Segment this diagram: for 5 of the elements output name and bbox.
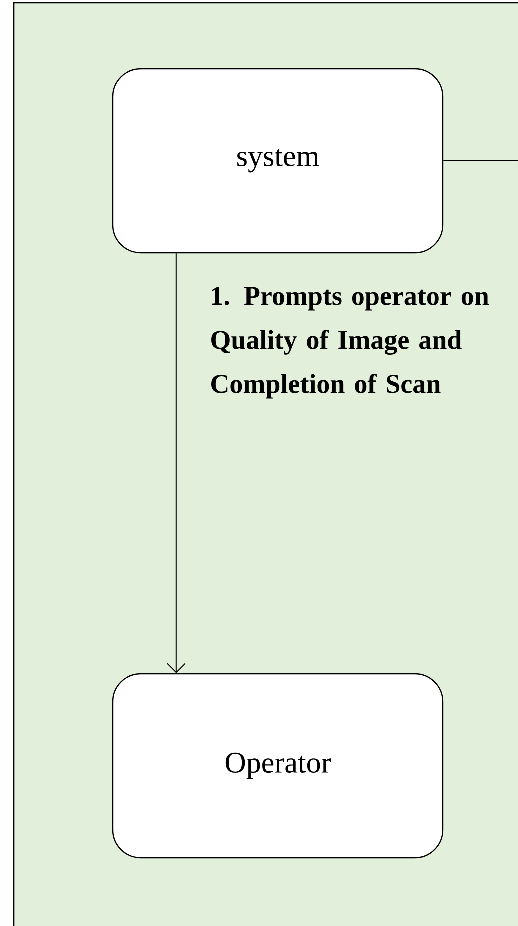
connector-line: [443, 160, 518, 162]
rounded-box: system: [112, 68, 444, 254]
arrow: [166, 253, 186, 674]
rounded-box: Operator: [112, 673, 444, 859]
edge-label: 1. Prompts operator on Quality of Image and Completion of Scan: [212, 287, 489, 399]
